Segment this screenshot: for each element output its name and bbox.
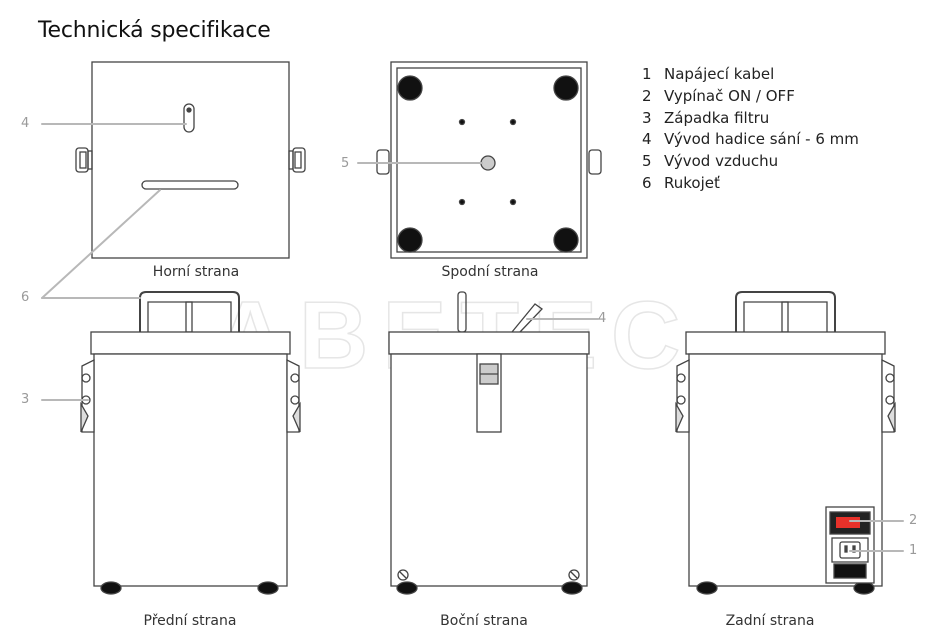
leader-lines bbox=[41, 123, 904, 552]
caption-top-view: Horní strana bbox=[152, 264, 240, 280]
caption-front-view: Přední strana bbox=[143, 613, 237, 629]
caption-side-view: Boční strana bbox=[440, 613, 528, 629]
callout-4-top: 4 bbox=[21, 116, 30, 131]
callout-5-bottom: 5 bbox=[341, 156, 350, 171]
caption-rear-view: Zadní strana bbox=[725, 613, 815, 629]
caption-bottom-view: Spodní strana bbox=[441, 264, 539, 280]
page-title: Technická specifikace bbox=[38, 18, 271, 43]
callout-6-handle: 6 bbox=[21, 290, 30, 305]
rear-view bbox=[675, 291, 896, 595]
callout-3-latch: 3 bbox=[21, 392, 30, 407]
bottom-view bbox=[376, 61, 602, 259]
callout-2-switch: 2 bbox=[909, 513, 918, 528]
callout-1-cable: 1 bbox=[909, 543, 918, 558]
power-switch bbox=[836, 517, 860, 528]
callout-4-side: 4 bbox=[598, 311, 607, 326]
side-view bbox=[388, 291, 590, 595]
top-view bbox=[75, 61, 306, 259]
front-view bbox=[80, 291, 301, 595]
